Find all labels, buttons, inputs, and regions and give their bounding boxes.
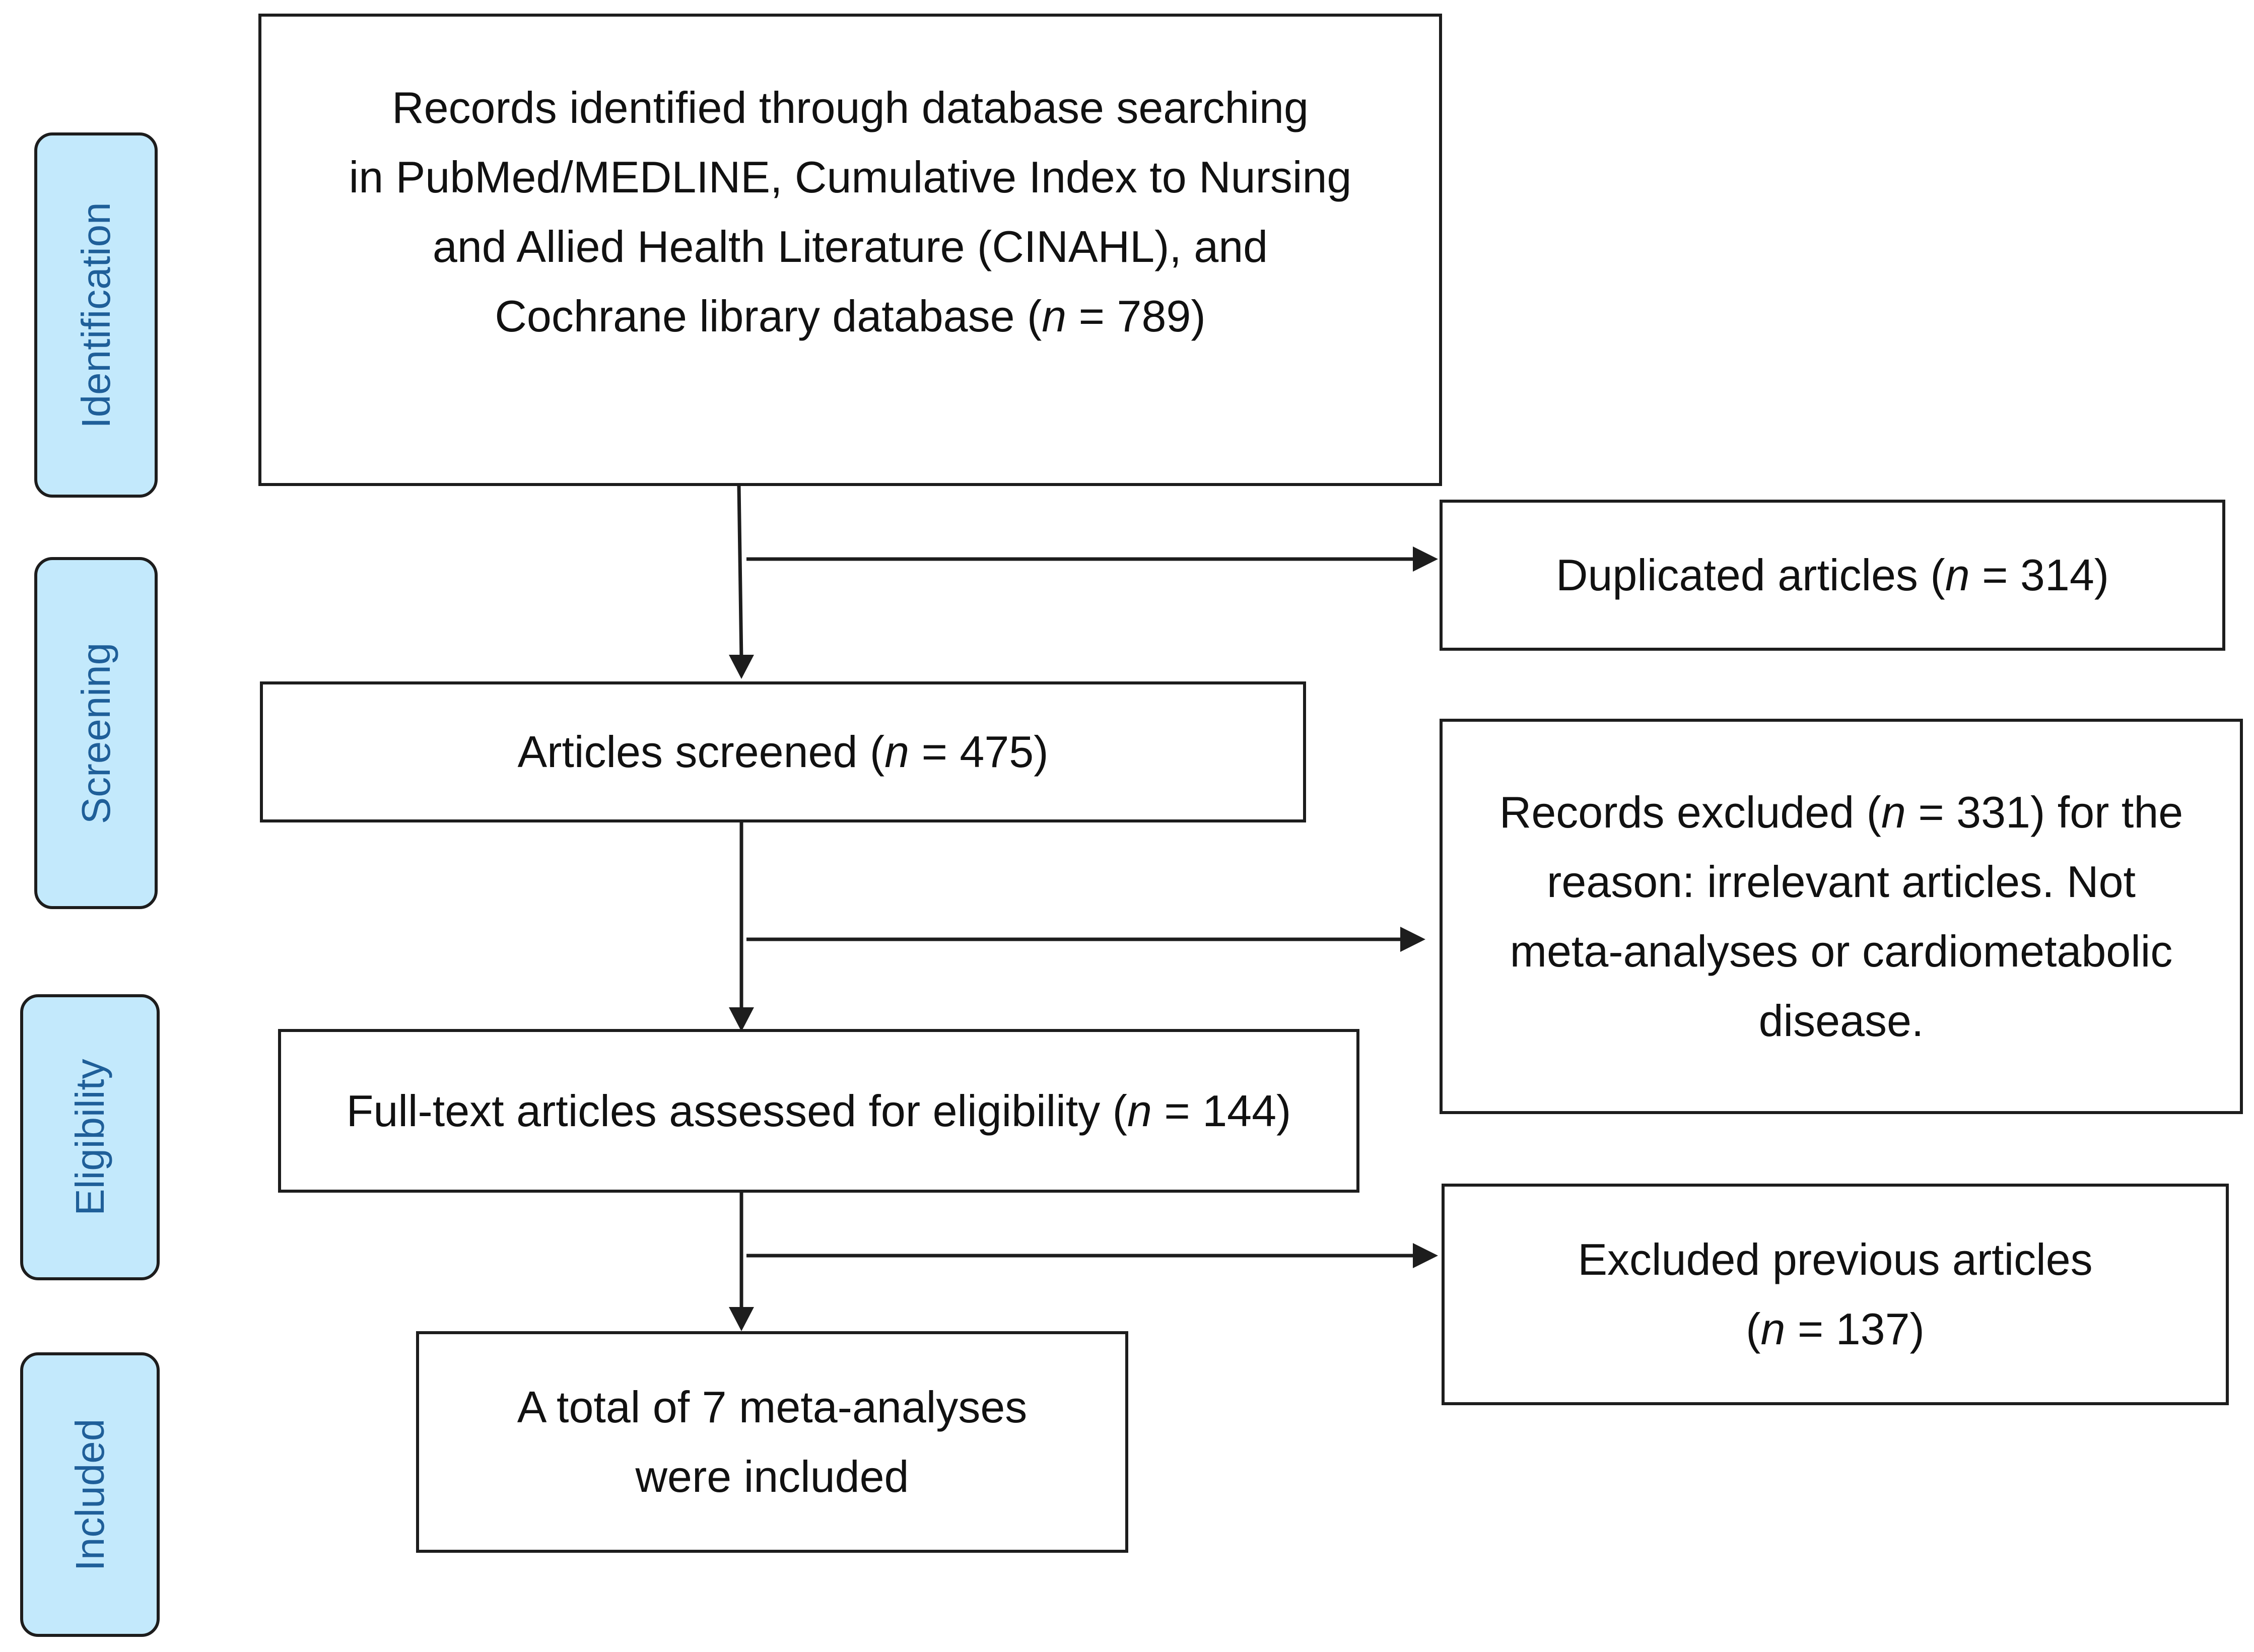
articles-screened-box: Articles screened (n = 475) — [260, 681, 1306, 822]
duplicated-articles-box: Duplicated articles (n = 314) — [1440, 500, 2225, 651]
records-excluded-line1: Records excluded (n = 331) for the — [1499, 787, 2183, 837]
arrowhead-to-included — [729, 1307, 754, 1331]
records-excluded-line4: disease. — [1758, 995, 1924, 1046]
fulltext-assessed-text: Full-text articles assessed for eligibil… — [346, 1085, 1291, 1136]
records-excluded-line3: meta-analyses or cardiometabolic — [1510, 926, 2173, 976]
records-excluded-box: Records excluded (n = 331) for the reaso… — [1440, 719, 2243, 1114]
excluded-previous-line1: Excluded previous articles — [1578, 1234, 2093, 1284]
records-identified-line4: Cochrane library database (n = 789) — [495, 291, 1206, 341]
records-identified-line2: in PubMed/MEDLINE, Cumulative Index to N… — [349, 152, 1352, 202]
arrowhead-to-screened — [729, 655, 754, 679]
arrowhead-to-duplicated — [1413, 546, 1438, 572]
phase-included: Included — [20, 1352, 160, 1637]
arrowhead-to-fulltext — [729, 1007, 754, 1031]
records-excluded-line2: reason: irrelevant articles. Not — [1547, 856, 2136, 907]
records-identified-box: Records identified through database sear… — [258, 14, 1442, 486]
duplicated-articles-text: Duplicated articles (n = 314) — [1555, 550, 2109, 600]
included-line2: were included — [635, 1452, 909, 1501]
records-identified-line1: Records identified through database sear… — [392, 83, 1309, 132]
phase-screening: Screening — [34, 557, 158, 909]
arrowhead-to-excluded-records — [1400, 927, 1425, 952]
records-identified-line3: and Allied Health Literature (CINAHL), a… — [432, 222, 1268, 271]
included-box: A total of 7 meta-analyses were included — [416, 1331, 1128, 1553]
phase-identification: Identification — [34, 132, 158, 498]
excluded-previous-box: Excluded previous articles (n = 137) — [1442, 1184, 2229, 1405]
articles-screened-text: Articles screened (n = 475) — [517, 727, 1049, 777]
arrowhead-to-excluded-previous — [1413, 1243, 1438, 1268]
phase-eligibility: Eligibility — [20, 994, 160, 1280]
arrow-identified-to-screened — [737, 486, 743, 660]
fulltext-assessed-box: Full-text articles assessed for eligibil… — [278, 1029, 1359, 1193]
excluded-previous-line2: (n = 137) — [1746, 1304, 1925, 1354]
included-line1: A total of 7 meta-analyses — [517, 1382, 1028, 1432]
